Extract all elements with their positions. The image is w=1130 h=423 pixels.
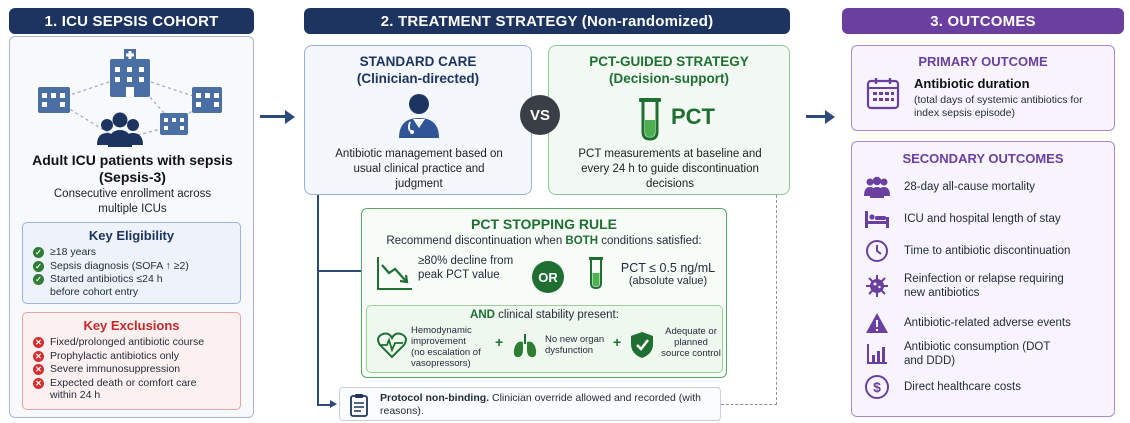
- virus-icon: [864, 273, 890, 299]
- standard-care-title: STANDARD CARE (Clinician-directed): [356, 54, 480, 86]
- secondary-outcome-item: ICU and hospital length of stay: [864, 206, 1061, 232]
- warning-icon: [864, 310, 890, 336]
- arrow-head-icon: [285, 109, 295, 124]
- pct-strategy-box: PCT-GUIDED STRATEGY (Decision-support) P…: [548, 45, 790, 195]
- connector-line: [317, 195, 319, 405]
- decline-condition: ≥80% decline from peak PCT value: [418, 255, 514, 281]
- no-new-organ-dysfunction: No new organ dysfunction: [545, 334, 605, 356]
- test-tube-icon: [589, 257, 603, 290]
- clinical-stability-box: AND clinical stability present: Hemodyna…: [366, 305, 723, 373]
- x-circle-icon: ✕: [33, 377, 44, 389]
- dashed-connector: [776, 195, 777, 405]
- protocol-note-box: Protocol non-binding. Clinician override…: [339, 387, 721, 421]
- source-control: Adequate or planned source control: [661, 326, 721, 359]
- primary-outcome-desc: (total days of systemic antibiotics for …: [914, 94, 1083, 119]
- vs-badge: VS: [520, 95, 560, 135]
- connector-line: [317, 270, 361, 272]
- plus-sign: +: [495, 334, 504, 350]
- protocol-note: Protocol non-binding. Clinician override…: [380, 392, 701, 417]
- exclusion-item: ✕Fixed/prolonged antibiotic course: [33, 336, 240, 349]
- arrow-head-icon: [825, 109, 835, 124]
- pct-strategy-title: PCT-GUIDED STRATEGY (Decision-support): [589, 54, 749, 86]
- exclusions-box: Key Exclusions ✕Fixed/prolonged antibiot…: [22, 312, 241, 410]
- secondary-outcome-item: $ Direct healthcare costs: [864, 374, 1021, 400]
- standard-care-box: STANDARD CARE (Clinician-directed) Antib…: [304, 45, 532, 195]
- eligibility-box: Key Eligibility ✓≥18 years ✓Sepsis diagn…: [22, 222, 241, 304]
- doctor-icon: [399, 94, 439, 138]
- outcomes-header: 3. OUTCOMES: [842, 8, 1124, 34]
- test-tube-icon: [639, 98, 661, 141]
- secondary-outcomes-box: SECONDARY OUTCOMES 28-day all-cause mort…: [851, 141, 1115, 417]
- secondary-outcome-item: 28-day all-cause mortality: [864, 174, 1035, 200]
- cohort-title: Adult ICU patients with sepsis (Sepsis-3…: [32, 152, 233, 185]
- eligibility-title: Key Eligibility: [88, 228, 175, 243]
- x-circle-icon: ✕: [33, 364, 44, 375]
- secondary-outcome-item: Antibiotic consumption (DOT and DDD): [864, 340, 1054, 368]
- clock-icon: [864, 238, 890, 264]
- stopping-rule-title: PCT STOPPING RULE: [471, 216, 617, 232]
- primary-outcome-box: PRIMARY OUTCOME Antibiotic duration (tot…: [851, 45, 1115, 131]
- flow-arrow: [260, 115, 286, 118]
- hospital-network-icon: [38, 49, 222, 147]
- stopping-rule-intro: Recommend discontinuation when BOTH cond…: [386, 235, 702, 247]
- heart-pulse-icon: [377, 332, 407, 359]
- primary-outcome-name: Antibiotic duration: [914, 76, 1030, 91]
- connector-line: [317, 404, 331, 406]
- secondary-outcome-item: Time to antibiotic discontinuation: [864, 238, 1070, 264]
- eligibility-item: ✓≥18 years: [33, 246, 240, 259]
- secondary-outcome-item: Antibiotic-related adverse events: [864, 310, 1071, 336]
- dollar-icon: $: [864, 374, 890, 400]
- secondary-outcome-item: Reinfection or relapse requiring new ant…: [864, 272, 1074, 300]
- dashed-connector: [721, 404, 777, 405]
- x-circle-icon: ✕: [33, 337, 44, 348]
- eligibility-item: ✓Sepsis diagnosis (SOFA ↑ ≥2): [33, 260, 240, 273]
- hemodynamic-improvement: Hemodynamic improvement (no escalation o…: [411, 325, 481, 369]
- clipboard-icon: [350, 394, 368, 417]
- exclusion-item: ✕Expected death or comfort care within 2…: [33, 377, 203, 402]
- x-circle-icon: ✕: [33, 350, 44, 362]
- bar-chart-icon: [864, 341, 890, 367]
- lungs-icon: [513, 334, 537, 358]
- or-badge: OR: [532, 261, 564, 293]
- plus-sign: +: [613, 334, 622, 350]
- strategy-header: 2. TREATMENT STRATEGY (Non-randomized): [304, 8, 790, 34]
- shield-check-icon: [631, 332, 653, 358]
- people-icon: [864, 174, 890, 200]
- exclusion-item: ✕Prophylactic antibiotics only: [33, 350, 240, 363]
- check-icon: ✓: [33, 247, 44, 258]
- calendar-icon: [866, 78, 900, 110]
- eligibility-item: ✓Started antibiotics ≤24 h before cohort…: [33, 273, 183, 298]
- check-icon: ✓: [33, 274, 44, 285]
- absolute-threshold-condition: PCT ≤ 0.5 ng/mL (absolute value): [620, 261, 716, 287]
- pct-strategy-desc: PCT measurements at baseline and every 2…: [578, 148, 762, 190]
- exclusions-title: Key Exclusions: [83, 318, 180, 333]
- check-icon: ✓: [33, 260, 44, 272]
- cohort-subtitle: Consecutive enrollment across multiple I…: [53, 188, 212, 215]
- exclusion-item: ✕Severe immunosuppression: [33, 363, 240, 376]
- flow-arrow: [806, 115, 826, 118]
- declining-trend-icon: [377, 257, 412, 290]
- pct-label: PCT: [671, 104, 715, 129]
- standard-care-desc: Antibiotic management based on usual cli…: [335, 148, 503, 190]
- arrow-head-icon: [330, 400, 337, 408]
- primary-outcome-title: PRIMARY OUTCOME: [918, 54, 1048, 69]
- bed-icon: [864, 206, 890, 232]
- svg-text:$: $: [873, 379, 881, 395]
- secondary-outcomes-title: SECONDARY OUTCOMES: [902, 151, 1064, 166]
- clinical-stability-title: AND clinical stability present:: [470, 309, 619, 321]
- cohort-header: 1. ICU SEPSIS COHORT: [9, 8, 254, 34]
